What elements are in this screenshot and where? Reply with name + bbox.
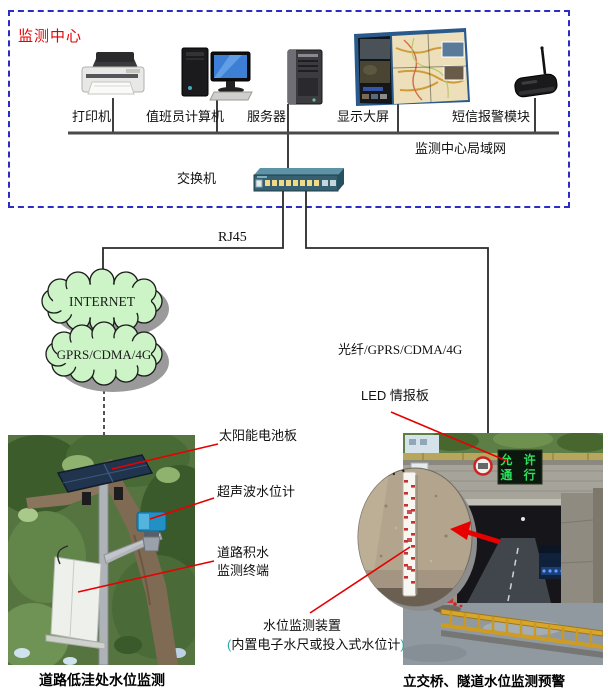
monitoring-center-title: 监测中心: [18, 28, 83, 45]
network-switch-icon: [253, 168, 344, 192]
monitoring-center-box: [8, 10, 570, 208]
led-board-label: LED 情报板: [361, 388, 429, 403]
terminal-label-line1: 道路积水: [217, 545, 270, 560]
gprs-cloud-label: GPRS/CDMA/4G: [57, 347, 152, 362]
led-sign-text-line2: 通 行: [500, 467, 539, 482]
rj45-label: RJ45: [218, 230, 247, 245]
operator-computer-icon: [181, 47, 253, 101]
paren-open: (: [227, 637, 232, 652]
fiber-link-label: 光纤/GPRS/CDMA/4G: [338, 342, 463, 357]
gauge-device-sublabel: (内置电子水尺或投入式水位计): [227, 637, 405, 653]
sms-alarm-module-label: 短信报警模块: [452, 109, 531, 124]
operator-computer-label: 值班员计算机: [146, 109, 225, 124]
paren-close: ): [400, 637, 405, 652]
terminal-label-line2: 监测终端: [217, 563, 270, 578]
solar-panel-label: 太阳能电池板: [219, 428, 298, 443]
internet-cloud-label: INTERNET: [69, 294, 136, 309]
internet-gprs-clouds: INTERNET GPRS/CDMA/4G: [41, 268, 169, 392]
lan-label: 监测中心局域网: [415, 141, 507, 156]
road-station-photo: [8, 435, 195, 665]
server-icon: [287, 49, 323, 105]
tunnel-site-caption: 立交桥、隧道水位监测预警: [403, 674, 565, 689]
ultrasonic-gauge-label: 超声波水位计: [217, 484, 296, 499]
printer-label: 打印机: [72, 109, 112, 124]
display-wall-icon: [354, 28, 470, 106]
gauge-magnifier-inset: [357, 467, 477, 611]
led-sign-text-line1: 允 许: [499, 452, 539, 467]
printer-icon: [81, 52, 145, 95]
switch-label: 交换机: [177, 171, 217, 186]
road-site-caption: 道路低洼处水位监测: [39, 672, 165, 688]
display-wall-label: 显示大屏: [337, 109, 390, 124]
sms-alarm-module-icon: [514, 46, 558, 98]
gauge-sublabel-text: 内置电子水尺或投入式水位计: [231, 637, 401, 652]
gauge-device-label: 水位监测装置: [263, 618, 342, 633]
tunnel-photo: 允 许 通 行: [403, 433, 603, 665]
server-label: 服务器: [247, 109, 287, 124]
